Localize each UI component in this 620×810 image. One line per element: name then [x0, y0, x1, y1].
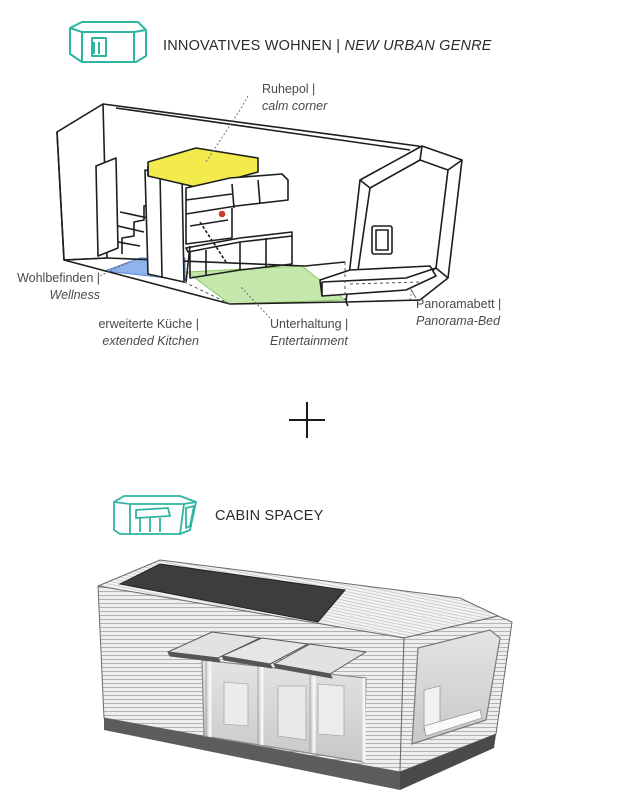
title-sub: NEW URBAN GENRE [344, 38, 492, 54]
label-entertainment: Unterhaltung | Entertainment [270, 316, 348, 350]
calm-corner-en: calm corner [262, 99, 328, 113]
product-name: CABIN SPACEY [215, 508, 324, 524]
panorama-bed-en: Panorama-Bed [416, 314, 501, 328]
cabin-colored-icon [113, 495, 197, 535]
label-wellness: Wohlbefinden | Wellness [4, 270, 100, 304]
page-title: INNOVATIVES WOHNEN | NEW URBAN GENRE [163, 38, 492, 54]
label-kitchen: erweiterte Küche | extended Kitchen [72, 316, 199, 350]
label-panorama-bed: Panoramabett | Panorama-Bed [416, 296, 501, 330]
cabin-outline-icon [69, 21, 147, 63]
entertainment-de: Unterhaltung | [270, 317, 349, 331]
cabin-exterior-render [97, 559, 513, 790]
kitchen-en: extended Kitchen [102, 334, 199, 348]
title-main: INNOVATIVES WOHNEN | [163, 38, 341, 54]
plus-icon [289, 402, 325, 438]
entertainment-en: Entertainment [270, 334, 348, 348]
label-calm-corner: Ruhepol | calm corner [262, 81, 327, 115]
kitchen-de: erweiterte Küche | [98, 317, 199, 331]
wellness-de: Wohlbefinden | [17, 271, 100, 285]
calm-corner-de: Ruhepol | [262, 82, 316, 96]
solar-panel [118, 563, 346, 623]
interior-cutaway-diagram [56, 95, 463, 319]
wellness-en: Wellness [49, 288, 100, 302]
panorama-bed-de: Panoramabett | [416, 297, 502, 311]
